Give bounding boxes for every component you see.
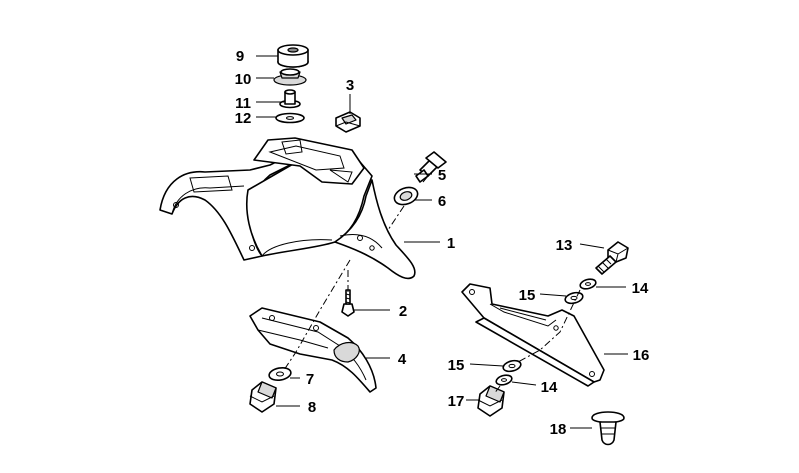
washer-7-part: [268, 366, 292, 382]
lower-bracket-part: [249, 307, 377, 393]
spacer-sleeve-part: [279, 89, 301, 109]
callout-11: 11: [235, 95, 251, 112]
washer-14-upper-part: [579, 278, 597, 290]
callout-4: 4: [398, 351, 407, 368]
callout-14-lower: 14: [541, 379, 558, 396]
washer-15-lower-part: [502, 359, 522, 373]
push-rivet-part: [591, 411, 625, 446]
plate-bracket-part: [461, 283, 605, 387]
washer-part: [275, 112, 305, 124]
callout-5: 5: [438, 167, 446, 184]
rubber-damper-17-part: [477, 385, 505, 417]
callout-1: 1: [447, 235, 455, 252]
callout-17: 17: [448, 393, 465, 410]
rubber-damper-part: [249, 381, 277, 413]
grommet-part: [393, 186, 419, 206]
callout-3: 3: [346, 77, 354, 94]
callout-15-lower: 15: [448, 357, 465, 374]
callout-18: 18: [550, 421, 567, 438]
rubber-buffer-part: [277, 44, 309, 68]
fender-part: [159, 137, 416, 280]
callout-16: 16: [633, 347, 650, 364]
callout-8: 8: [308, 399, 316, 416]
callout-10: 10: [235, 71, 252, 88]
callout-9: 9: [236, 48, 244, 65]
hex-bolt-part: [595, 241, 629, 275]
callout-6: 6: [438, 193, 446, 210]
callout-14-upper: 14: [632, 280, 649, 297]
callout-15-upper: 15: [519, 287, 536, 304]
screw-part: [415, 151, 447, 183]
washer-15-upper-part: [564, 291, 584, 305]
callout-13: 13: [556, 237, 573, 254]
bolt-part: [341, 289, 355, 317]
rubber-washer-part: [273, 68, 307, 86]
callout-7: 7: [306, 371, 314, 388]
callout-2: 2: [399, 303, 407, 320]
callout-12: 12: [235, 110, 252, 127]
clip-nut-part: [335, 111, 361, 133]
washer-14-lower-part: [495, 374, 513, 386]
